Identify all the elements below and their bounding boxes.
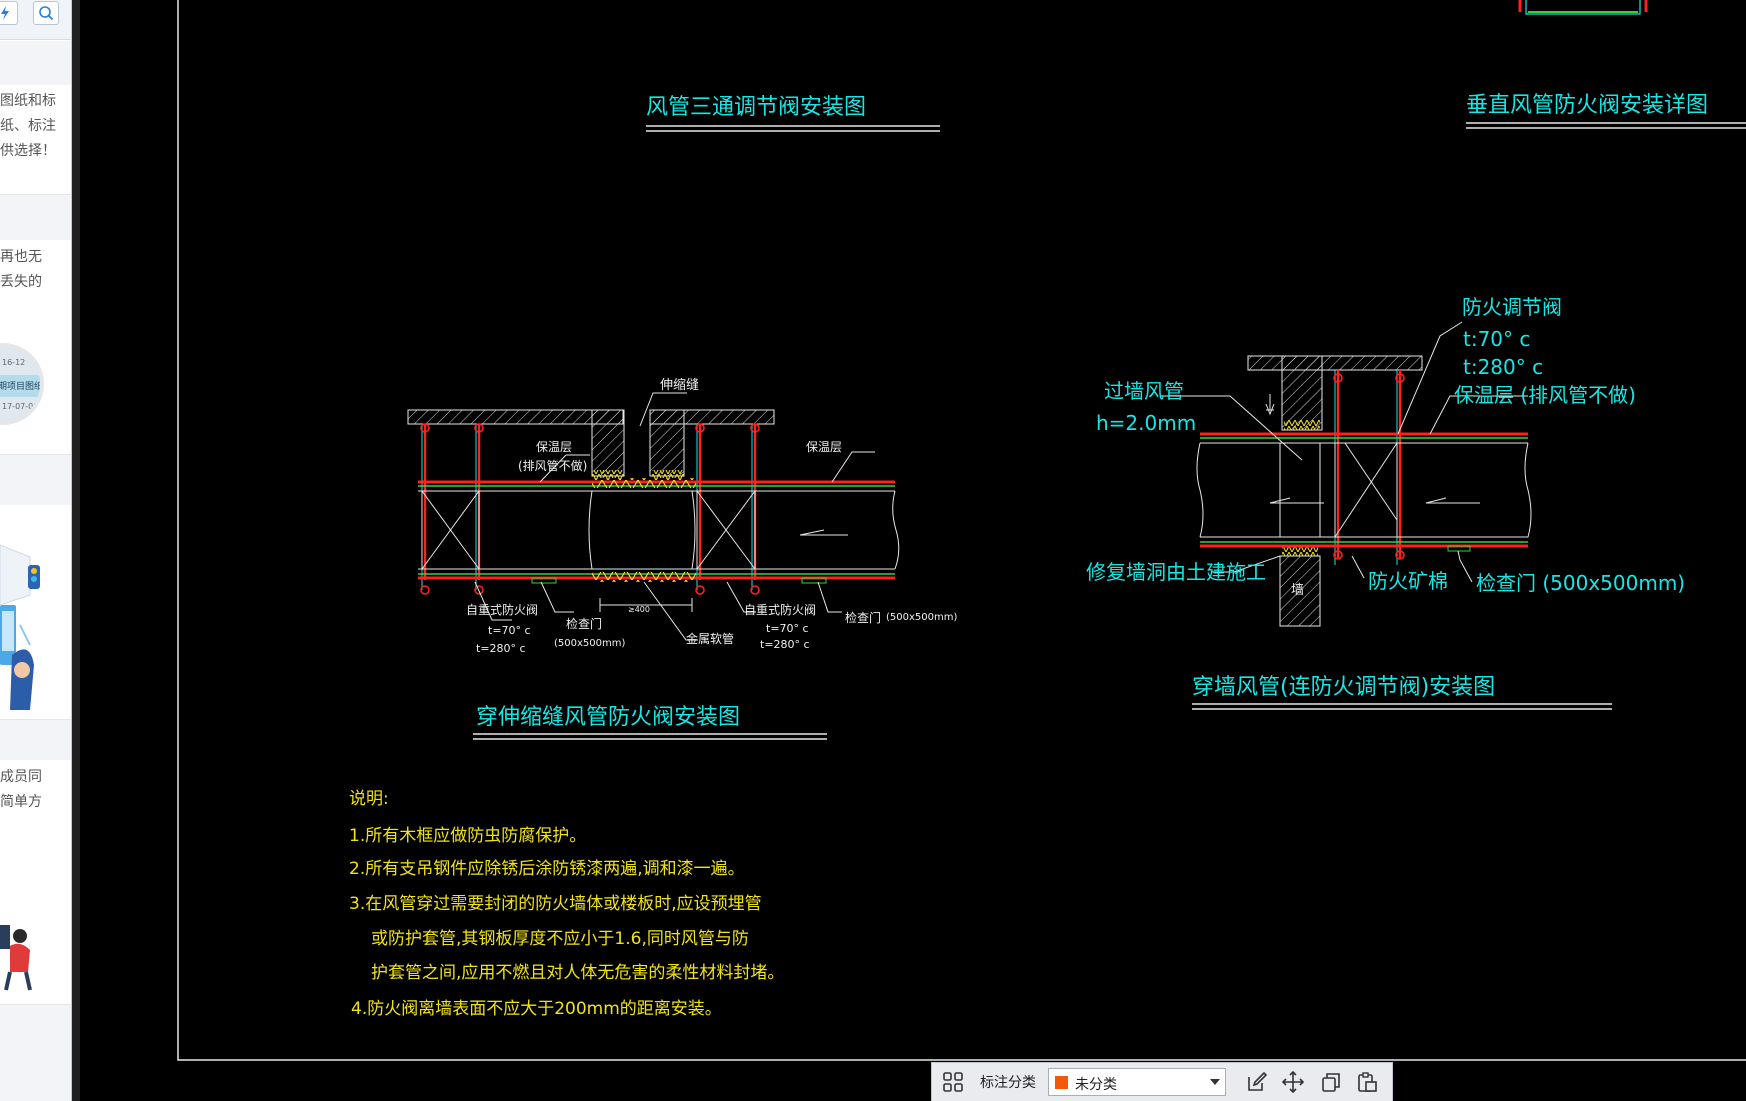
- title-left-detail: 穿伸缩缝风管防火阀安装图: [476, 705, 740, 730]
- label-gap-dim: ≥400: [628, 605, 650, 614]
- notes-block: 说明: 1.所有木框应做防虫防腐保护。 2.所有支吊钢件应除锈后涂防锈漆两遍,调…: [349, 789, 784, 1019]
- label-temp-280: t:280° c: [1463, 355, 1543, 379]
- card-text-line: 丢失的: [0, 274, 42, 290]
- title-top-center: 风管三通调节阀安装图: [646, 95, 866, 120]
- note-item-2: 2.所有支吊钢件应除锈后涂防锈漆两遍,调和漆一遍。: [349, 859, 745, 879]
- note-item-1: 1.所有木框应做防虫防腐保护。: [349, 826, 586, 846]
- annotation-toolbar: 标注分类 未分类: [931, 1062, 1393, 1101]
- note-item-3-cont: 或防护套管,其钢板厚度不应小于1.6,同时风管与防: [371, 929, 749, 949]
- note-item-3: 3.在风管穿过需要封闭的防火墙体或楼板时,应设预埋管: [349, 894, 762, 914]
- label-inspection-door-right: 检查门: [845, 610, 881, 625]
- thumb-text: 17-07-07: [2, 402, 39, 411]
- feature-card-mobile[interactable]: [0, 505, 71, 720]
- team-illustration-icon: [0, 925, 32, 991]
- label-damper-right-t1: t=70° c: [766, 622, 809, 635]
- title-right-detail: 穿墙风管(连防火调节阀)安装图: [1192, 675, 1495, 700]
- label-damper-right-t2: t=280° c: [760, 638, 810, 651]
- grid-icon[interactable]: [942, 1071, 964, 1093]
- left-side-panel: 图纸和标 纸、标注 供选择！ 再也无 丢失的 16-12 期项目图纸 17-07…: [0, 0, 72, 1101]
- card-text-line: 图纸和标: [0, 93, 56, 109]
- chevron-down-icon: [1210, 1079, 1220, 1085]
- move-icon[interactable]: [1282, 1071, 1304, 1093]
- label-wall: 墙: [1291, 583, 1304, 598]
- label-inspection-door-right-size: (500x500mm): [886, 612, 957, 623]
- label-damper-left-t1: t=70° c: [488, 624, 531, 637]
- card-text-line: 纸、标注: [0, 118, 56, 134]
- lightning-button[interactable]: [0, 1, 18, 25]
- note-item-4: 4.防火阀离墙表面不应大于200mm的距离安装。: [351, 999, 722, 1019]
- panel-gap: [0, 195, 71, 240]
- label-insulation-left-note: (排风管不做): [518, 458, 587, 473]
- search-button[interactable]: [33, 1, 59, 25]
- search-icon: [39, 6, 54, 21]
- label-temp-70: t:70° c: [1463, 327, 1530, 351]
- label-thickness: h=2.0mm: [1096, 411, 1196, 435]
- label-insulation-right: 保温层: [806, 440, 842, 454]
- edit-icon[interactable]: [1246, 1071, 1268, 1093]
- thumbnail-image: 16-12 期项目图纸 17-07-07: [0, 343, 44, 425]
- feature-card-team[interactable]: 成员同 简单方: [0, 760, 71, 1005]
- note-item-3-cont2: 护套管之间,应用不燃且对人体无危害的柔性材料封堵。: [371, 963, 784, 983]
- left-panel-toolbar: [0, 0, 71, 40]
- card-text-line: 供选择！: [0, 143, 56, 159]
- label-metal-hose: 金属软管: [686, 631, 734, 646]
- paste-icon[interactable]: [1356, 1071, 1378, 1093]
- cad-drawing: 风管三通调节阀安装图 垂直风管防火阀安装详图: [177, 0, 1746, 1061]
- label-inspection-door-size: (500x500mm): [554, 638, 625, 649]
- notes-heading: 说明:: [349, 789, 389, 809]
- card-text-line: 再也无: [0, 249, 42, 265]
- category-select-value: 未分类: [1075, 1077, 1117, 1093]
- lightning-icon: [1, 6, 9, 20]
- label-repair-wall: 修复墙洞由土建施工: [1086, 560, 1266, 584]
- label-expansion-joint: 伸缩缝: [660, 377, 699, 393]
- category-color-swatch: [1055, 1076, 1068, 1089]
- label-inspection-door-right-detail: 检查门 (500x500mm): [1476, 571, 1685, 595]
- annotation-category-label: 标注分类: [980, 1075, 1036, 1091]
- panel-scrollbar[interactable]: [72, 0, 80, 1101]
- feature-card-drawings[interactable]: 图纸和标 纸、标注 供选择！: [0, 85, 71, 195]
- panel-gap: [0, 41, 71, 85]
- cad-drawing-canvas[interactable]: 风管三通调节阀安装图 垂直风管防火阀安装详图: [80, 0, 1746, 1101]
- label-mineral-wool: 防火矿棉: [1368, 569, 1448, 593]
- copy-icon[interactable]: [1320, 1071, 1342, 1093]
- right-detail-drawing: 防火调节阀 t:70° c t:280° c 保温层 (排风管不做) 过墙风管 …: [1086, 295, 1685, 710]
- label-damper-left: 自重式防火阀: [466, 602, 538, 617]
- sheet-border: [177, 0, 1746, 1061]
- panel-gap: [0, 1005, 71, 1101]
- left-detail-drawing: 伸缩缝 保温层 (排风管不做) 保温层 自重式防火阀 t=70° c t=280…: [407, 377, 957, 740]
- thumb-text: 16-12: [2, 358, 26, 367]
- card-text-line: 成员同: [0, 769, 42, 785]
- panel-gap: [0, 720, 71, 760]
- feature-card-cloud[interactable]: 再也无 丢失的 16-12 期项目图纸 17-07-07: [0, 240, 71, 455]
- label-insulation-left: 保温层: [536, 440, 572, 454]
- label-insulation: 保温层 (排风管不做): [1454, 383, 1636, 407]
- title-top-right: 垂直风管防火阀安装详图: [1466, 93, 1708, 118]
- panel-gap: [0, 455, 71, 505]
- thumb-text: 期项目图纸: [0, 382, 44, 392]
- card-text-line: 简单方: [0, 794, 42, 810]
- mobile-illustration-icon: [0, 544, 40, 710]
- label-damper-left-t2: t=280° c: [476, 642, 526, 655]
- label-wall-duct: 过墙风管: [1104, 379, 1184, 403]
- label-damper-right: 自重式防火阀: [744, 602, 816, 617]
- annotation-category-select[interactable]: 未分类: [1048, 1068, 1226, 1096]
- label-inspection-door: 检查门: [566, 616, 602, 631]
- label-fire-damper: 防火调节阀: [1462, 295, 1562, 319]
